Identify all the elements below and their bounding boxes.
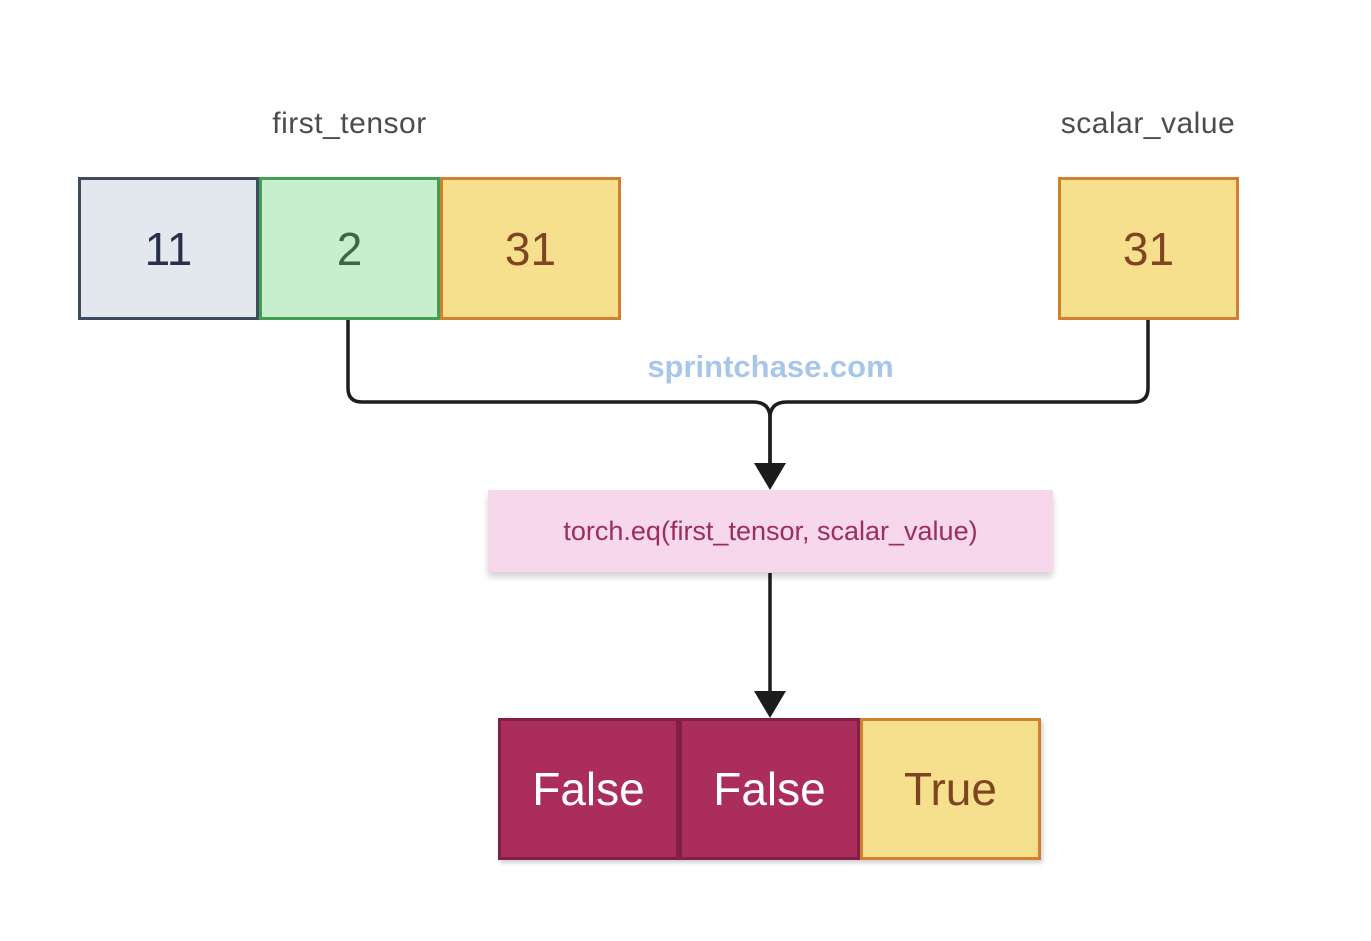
- result-cell: False: [679, 718, 860, 860]
- result-cell: True: [860, 718, 1041, 860]
- watermark-text: sprintchase.com: [647, 349, 894, 384]
- scalar-value-label: scalar_value: [1060, 107, 1236, 140]
- operation-label: torch.eq(first_tensor, scalar_value): [563, 515, 978, 546]
- tensor-cell: 31: [440, 177, 621, 320]
- tensor-cell: 11: [78, 177, 259, 320]
- tensor-cell: 2: [259, 177, 440, 320]
- first-tensor-label: first_tensor: [272, 107, 427, 140]
- left-connector-line: [346, 320, 772, 466]
- right-connector-line: [768, 320, 1150, 466]
- first-tensor-row: 11 2 31: [78, 177, 621, 320]
- result-cell: False: [498, 718, 679, 860]
- arrow-down-icon: [754, 463, 786, 490]
- operation-box: torch.eq(first_tensor, scalar_value): [488, 490, 1053, 572]
- scalar-value-box: 31: [1058, 177, 1239, 320]
- arrow-down-icon: [754, 691, 786, 718]
- result-tensor-row: False False True: [498, 718, 1041, 860]
- tensor-cell: 31: [1058, 177, 1239, 320]
